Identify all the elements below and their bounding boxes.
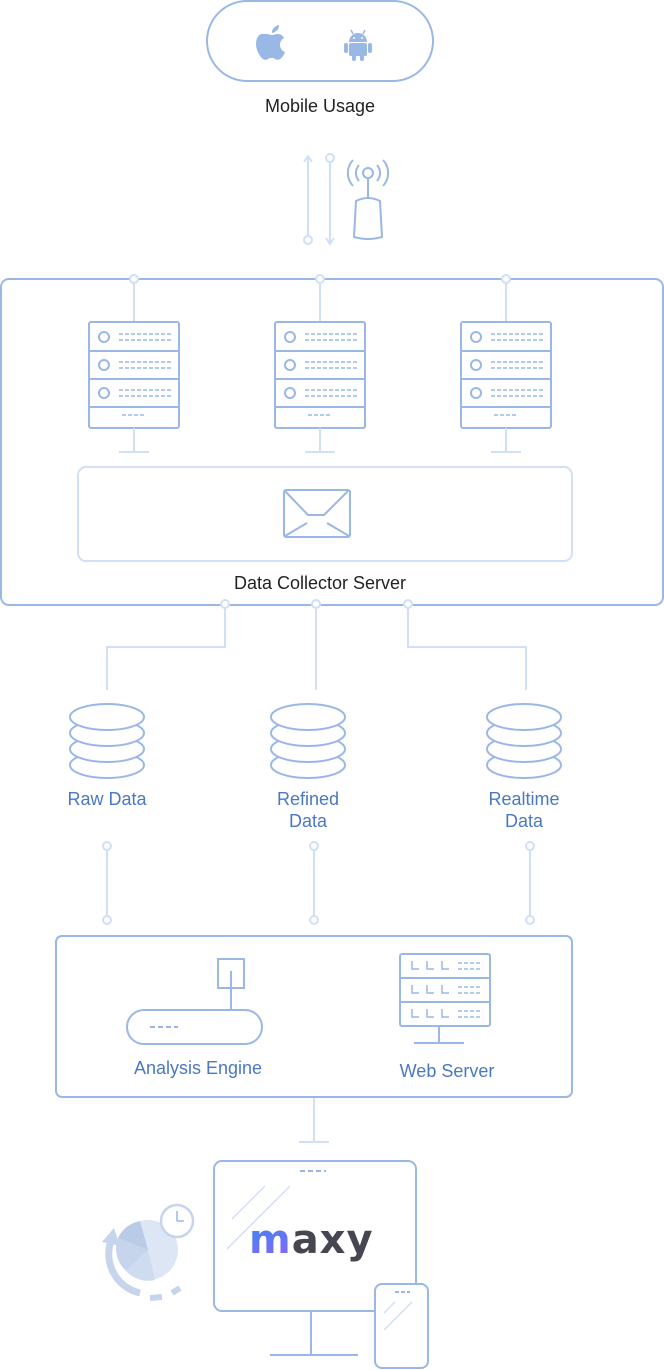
rack-slot-mark [441,985,449,994]
phone-icon [374,1283,429,1369]
processing-group [55,935,573,1143]
storage-label-line1: Realtime [488,789,560,809]
mobile-usage-label: Mobile Usage [264,96,376,116]
web-server-label: Web Server [399,1061,495,1081]
rack-slot-mark [426,961,434,970]
brand-logo: maxy [249,1217,374,1263]
pie-chart-clock-icon [102,1203,195,1301]
storage-group [69,703,562,779]
storage-label-line1: Raw Data [67,789,147,809]
database-icon [69,703,145,779]
rack-server-icon [460,274,552,453]
upload-arrow [303,154,313,245]
rack-server-icon [274,274,366,453]
rack-slot-mark [411,961,419,970]
connector-dot [315,274,325,284]
antenna-icon [346,159,390,240]
processing-box [55,935,573,1098]
storage-to-processing-connectors [102,841,535,925]
analysis-engine-label: Analysis Engine [133,1058,263,1078]
analysis-engine-icon [126,958,263,1045]
storage-label-line2: Data [504,811,544,831]
rack-slot-mark [426,985,434,994]
rack-slot-mark [441,1009,449,1018]
rack-slot-mark [426,1009,434,1018]
data-collector-box [0,278,664,606]
storage-label-line2: Data [288,811,328,831]
mobile-usage-group [206,0,434,82]
message-queue-box [77,466,573,562]
web-server-icon [399,953,491,1044]
rack-server-icon [88,274,180,453]
mobile-link-group [303,153,390,246]
connector-dot [501,274,511,284]
android-icon [344,29,372,61]
data-collector-label: Data Collector Server [233,573,407,593]
collector-servers [88,274,552,453]
rack-slot-mark [411,1009,419,1018]
storage-label-line1: Refined [276,789,340,809]
database-icon [270,703,346,779]
brand-logo-initial: m [249,1217,292,1263]
rack-slot-mark [441,961,449,970]
apple-icon [256,25,285,60]
database-icon [486,703,562,779]
storage-label-refined: Refined Data [248,788,368,832]
download-arrow [325,153,335,246]
brand-logo-rest: axy [292,1217,374,1263]
connector-dot [129,274,139,284]
rack-slot-mark [411,985,419,994]
monitor-icon [213,1160,417,1356]
storage-label-raw: Raw Data [47,788,167,810]
mobile-usage-pill [206,0,434,82]
storage-label-realtime: Realtime Data [464,788,584,832]
data-collector-group [0,274,664,690]
collector-bottom-connectors [106,599,527,690]
client-group: maxy [102,1160,429,1369]
envelope-icon [283,489,351,538]
